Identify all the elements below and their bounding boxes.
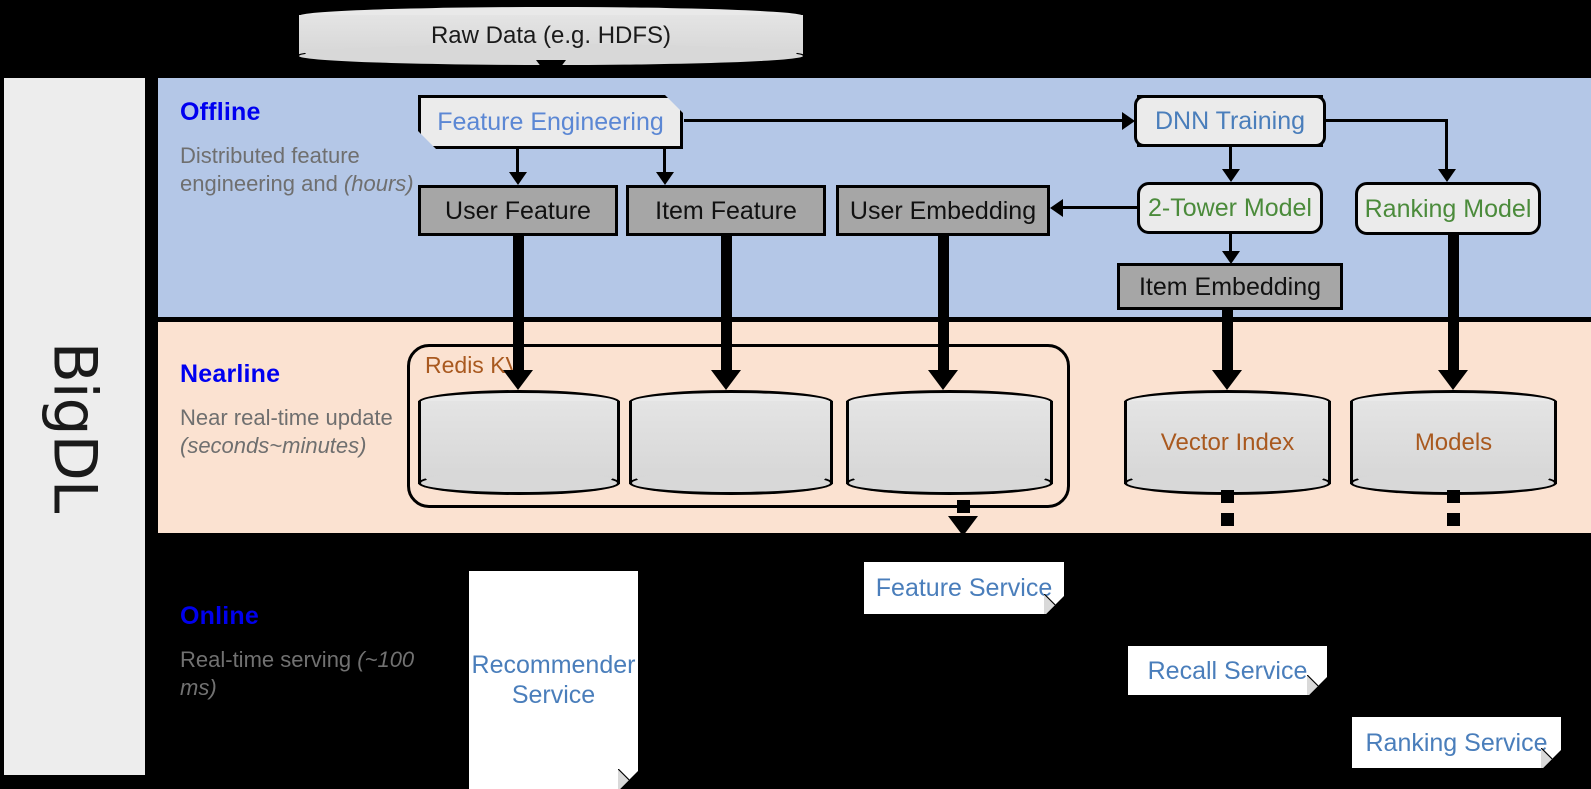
dash-marker-vectorindex-2 — [1221, 513, 1234, 526]
connector-itemfeature-redis — [721, 236, 732, 376]
arrow-rankingmodel-models — [1438, 370, 1468, 390]
cylinder-bottom — [418, 471, 620, 495]
redis-store-cylinder-1 — [418, 390, 620, 495]
arrow-fe-userfeature — [509, 172, 527, 185]
node-feature-engineering[interactable]: Feature Engineering — [418, 95, 683, 149]
arrow-userfeature-redis — [503, 370, 533, 390]
models-cylinder: Models — [1350, 390, 1557, 495]
node-ranking-model[interactable]: Ranking Model — [1355, 182, 1541, 235]
node-ranking-service[interactable]: Ranking Service — [1352, 717, 1561, 768]
nearline-subtitle: Near real-time update (seconds~minutes) — [180, 404, 415, 460]
raw-data-label: Raw Data (e.g. HDFS) — [430, 22, 672, 49]
connector-itemembedding-vectorindex — [1222, 310, 1233, 376]
connector-rankingmodel-models — [1448, 235, 1459, 376]
nearline-subtitle-em: (seconds~minutes) — [180, 433, 367, 459]
vector-index-cylinder: Vector Index — [1124, 390, 1331, 495]
offline-subtitle: Distributed feature engineering and (hou… — [180, 142, 415, 198]
redis-kv-group — [407, 344, 1070, 508]
item-feature-label: Item Feature — [655, 196, 797, 225]
feature-engineering-label: Feature Engineering — [437, 108, 664, 136]
user-embedding-label: User Embedding — [849, 196, 1037, 225]
arrow-rawdata-fe — [536, 60, 566, 80]
online-subtitle-text: Real-time serving — [180, 647, 358, 672]
node-item-embedding[interactable]: Item Embedding — [1117, 263, 1343, 310]
ranking-model-label: Ranking Model — [1364, 194, 1532, 223]
arrow-userembedding-redis — [928, 370, 958, 390]
two-tower-model-label: 2-Tower Model — [1148, 194, 1312, 222]
connector-userembedding-redis — [938, 236, 949, 376]
dash-marker-redis-1 — [957, 500, 970, 513]
node-two-tower-model[interactable]: 2-Tower Model — [1137, 182, 1323, 234]
arrow-itemfeature-redis — [711, 370, 741, 390]
models-label: Models — [1414, 428, 1493, 456]
node-user-feature[interactable]: User Feature — [418, 185, 618, 236]
connector-dnn-ranking-h — [1323, 119, 1448, 122]
ranking-service-label: Ranking Service — [1365, 728, 1548, 757]
cylinder-bottom — [629, 471, 833, 495]
node-recall-service[interactable]: Recall Service — [1128, 646, 1327, 695]
arrow-dnn-ranking — [1438, 169, 1456, 182]
node-dnn-training[interactable]: DNN Training — [1134, 95, 1326, 147]
user-feature-label: User Feature — [445, 196, 591, 225]
connector-fe-dnn — [684, 119, 1124, 122]
nearline-title: Nearline — [180, 360, 281, 388]
arrow-fe-dnn — [1122, 112, 1135, 130]
bigdl-sidebar: BigDL — [4, 78, 145, 775]
arrow-twotower-itemembedding — [1222, 251, 1240, 264]
online-subtitle: Real-time serving (~100 ms) — [180, 646, 415, 702]
item-embedding-label: Item Embedding — [1138, 272, 1322, 301]
connector-fe-userfeature — [516, 149, 519, 175]
connector-userfeature-redis — [513, 236, 524, 376]
vector-index-label: Vector Index — [1160, 428, 1295, 456]
dash-marker-vectorindex-1 — [1221, 490, 1234, 503]
arrow-twotower-userembedding — [1050, 199, 1063, 217]
connector-dnn-twotower — [1229, 147, 1232, 171]
arrow-itemembedding-vectorindex — [1212, 370, 1242, 390]
node-recommender-service[interactable]: Recommender Service — [469, 571, 638, 789]
connector-dnn-ranking-v — [1445, 119, 1448, 171]
online-subtitle-em: (~100 ms) — [180, 647, 415, 701]
feature-service-label: Feature Service — [875, 574, 1053, 602]
dash-marker-models-2 — [1447, 513, 1460, 526]
cylinder-bottom — [846, 471, 1053, 495]
arrow-redis-featureservice — [948, 516, 978, 536]
recall-service-label: Recall Service — [1147, 656, 1308, 685]
node-item-feature[interactable]: Item Feature — [626, 185, 826, 236]
redis-store-cylinder-3 — [846, 390, 1053, 495]
node-feature-service[interactable]: Feature Service — [864, 562, 1064, 614]
offline-title: Offline — [180, 98, 261, 126]
nearline-subtitle-text: Near real-time update — [180, 405, 393, 430]
connector-fe-itemfeature — [663, 149, 666, 175]
online-title: Online — [180, 602, 259, 630]
cylinder-body — [629, 401, 833, 484]
arrow-dnn-twotower — [1222, 169, 1240, 182]
node-user-embedding[interactable]: User Embedding — [836, 185, 1050, 236]
dash-marker-models-1 — [1447, 490, 1460, 503]
dnn-training-label: DNN Training — [1154, 107, 1306, 135]
connector-twotower-userembedding — [1063, 206, 1139, 209]
bigdl-label: BigDL — [39, 341, 110, 512]
redis-store-cylinder-2 — [629, 390, 833, 495]
offline-subtitle-em: (hours) — [343, 171, 414, 197]
arrow-fe-itemfeature — [656, 172, 674, 185]
raw-data-cylinder: Raw Data (e.g. HDFS) — [296, 4, 806, 68]
recommender-service-label: Recommender Service — [471, 651, 636, 709]
connector-twotower-itemembedding — [1229, 234, 1232, 258]
offline-subtitle-text: Distributed feature engineering and — [180, 143, 360, 197]
